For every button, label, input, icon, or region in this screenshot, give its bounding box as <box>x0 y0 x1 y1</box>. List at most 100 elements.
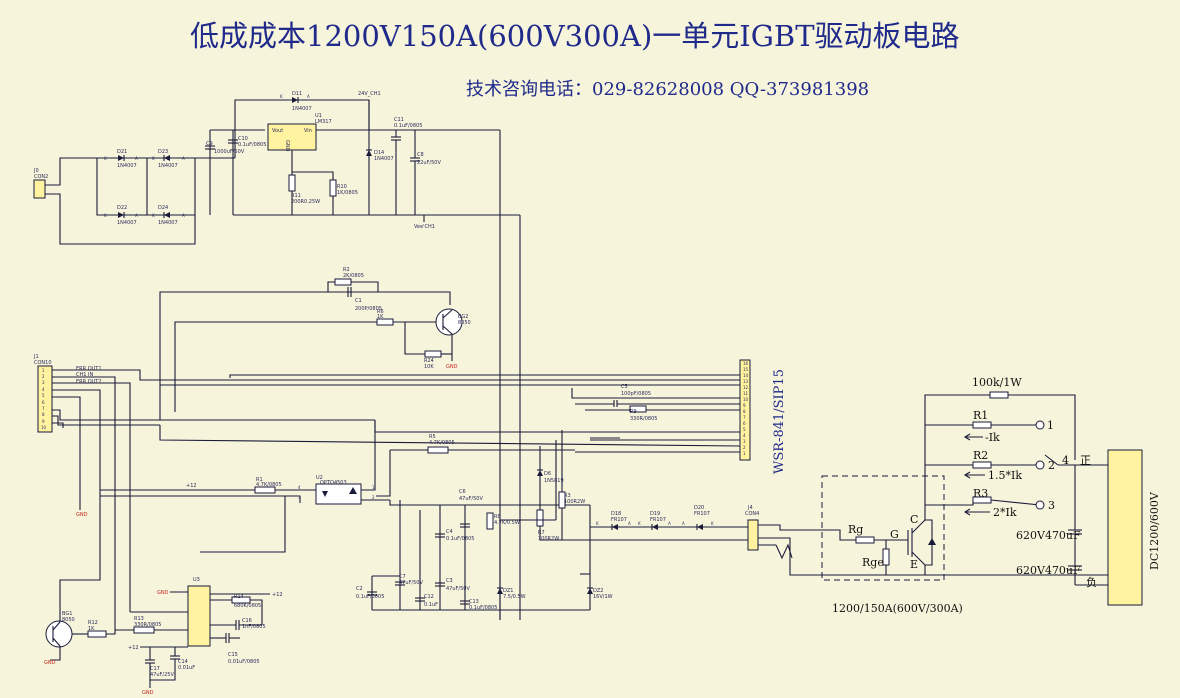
capacitor-c9: C9 1000uF/50V <box>205 141 245 155</box>
svg-text:FR107: FR107 <box>611 517 627 523</box>
diode-d20: D20 FR107 <box>694 505 710 530</box>
gnd-label-j1: GND <box>76 512 88 518</box>
svg-text:5: 5 <box>42 393 45 398</box>
capacitor-c16: C16 1nF/0805 <box>235 618 266 630</box>
svg-text:D19: D19 <box>650 511 660 517</box>
svg-text:R11: R11 <box>291 193 301 199</box>
svg-text:22uF/50V: 22uF/50V <box>417 160 441 166</box>
diode-d18: D18 FR107 <box>611 511 627 530</box>
svg-text:8050: 8050 <box>458 320 471 326</box>
svg-text:C9: C9 <box>206 141 213 147</box>
svg-text:0.01uF/0805: 0.01uF/0805 <box>228 659 260 665</box>
bridge-diode-d22: D22 1N4007 <box>117 205 137 226</box>
svg-text:3: 3 <box>743 439 746 444</box>
svg-text:8: 8 <box>42 412 45 417</box>
capacitor-c13: C13 0.1uF/0805 <box>460 599 497 611</box>
optocoupler-u2 <box>315 483 362 505</box>
connector-j4-body <box>747 519 759 551</box>
resistor-r9 <box>629 405 647 413</box>
svg-text:OPTO4503: OPTO4503 <box>320 480 347 486</box>
svg-text:R1: R1 <box>256 477 263 483</box>
svg-text:10: 10 <box>41 425 47 430</box>
svg-text:K: K <box>104 156 107 161</box>
svg-text:K: K <box>104 213 107 218</box>
bridge-diode-d23: D23 1N4007 <box>158 149 178 169</box>
capacitor-c3: C3 47uF/50V <box>435 578 470 592</box>
svg-text:Vin: Vin <box>304 128 312 134</box>
zener-dz2: DZ2 16V/1W <box>587 587 613 600</box>
svg-text:4.7K/0805: 4.7K/0805 <box>429 440 455 446</box>
svg-text:GND: GND <box>284 140 290 152</box>
svg-text:A: A <box>307 94 310 99</box>
svg-text:K: K <box>596 521 599 526</box>
svg-text:620V470uF: 620V470uF <box>1016 564 1081 577</box>
svg-text:Rg: Rg <box>848 523 863 536</box>
svg-text:9: 9 <box>42 419 45 424</box>
sip-module: WSR-841/SIP15 16 15 14 13 12 11 10 9 8 7… <box>739 359 787 474</box>
svg-text:BG2: BG2 <box>458 314 468 320</box>
svg-text:+12: +12 <box>272 592 283 598</box>
svg-text:D22: D22 <box>117 205 127 211</box>
svg-text:U1: U1 <box>315 113 322 119</box>
svg-text:R8: R8 <box>494 514 501 520</box>
opto-pin-3: 3 <box>298 495 301 500</box>
igbt-module-outline <box>821 475 945 581</box>
capacitor-c17: C17 47uF/25V <box>145 659 174 678</box>
resistor-100k <box>989 391 1009 399</box>
svg-text:11: 11 <box>743 391 749 396</box>
svg-text:5: 5 <box>743 427 746 432</box>
bjt-feedback-section: R2 2K/0805 C1 200P/0805 R6 1K BG2 8050 R… <box>159 267 471 420</box>
svg-text:D24: D24 <box>158 205 168 211</box>
svg-text:DZ2: DZ2 <box>593 588 603 594</box>
svg-text:D18: D18 <box>611 511 621 517</box>
svg-text:-Ik: -Ik <box>985 431 1000 444</box>
svg-text:R2: R2 <box>343 267 350 273</box>
svg-text:7.5/0.5W: 7.5/0.5W <box>503 594 526 600</box>
svg-text:R14: R14 <box>234 594 244 600</box>
j0-ref: J0 <box>33 168 39 174</box>
svg-text:A: A <box>682 521 685 526</box>
connector-j1-body <box>37 365 53 433</box>
svg-text:9: 9 <box>743 403 746 408</box>
svg-text:1K: 1K <box>377 314 384 320</box>
svg-text:LM317: LM317 <box>315 119 332 125</box>
svg-text:1K: 1K <box>88 626 95 632</box>
svg-text:R6: R6 <box>377 309 384 315</box>
svg-text:正: 正 <box>1080 454 1091 467</box>
svg-text:A: A <box>628 521 631 526</box>
svg-text:1000uF/50V: 1000uF/50V <box>214 149 245 155</box>
svg-text:4: 4 <box>743 433 746 438</box>
svg-text:0.1uF/0805: 0.1uF/0805 <box>238 142 266 148</box>
sip-wiring: C5 100pF/0805 R9 330R/0805 R5 4.7K/0805 <box>159 374 741 540</box>
svg-text:15: 15 <box>743 367 749 372</box>
capacitor-c1: C1 200P/0805 <box>347 287 382 312</box>
gnd-label-bg1: GND <box>44 660 56 666</box>
svg-text:C12: C12 <box>424 594 434 600</box>
resistor-r11 <box>288 174 296 192</box>
svg-text:1: 1 <box>1047 419 1054 432</box>
svg-text:1N4007: 1N4007 <box>158 220 178 226</box>
diode-d14: D14 1N4007 <box>366 149 394 162</box>
power-supply-section: J0 CON2 D21 1N4007 D23 1N4007 D22 1N4007… <box>33 91 521 620</box>
svg-text:1: 1 <box>42 368 45 373</box>
svg-text:R5: R5 <box>429 434 436 440</box>
svg-text:7: 7 <box>743 415 746 420</box>
svg-text:330R/0805: 330R/0805 <box>134 622 161 628</box>
diode-d11: D11 1N4007 <box>292 91 312 112</box>
svg-text:K: K <box>711 521 714 526</box>
svg-text:100R2W: 100R2W <box>538 536 559 542</box>
capacitor-c4: C4 0.1uF/0805 <box>435 529 474 542</box>
svg-text:680K/0805: 680K/0805 <box>234 603 261 609</box>
svg-text:4: 4 <box>42 387 45 392</box>
svg-text:C17: C17 <box>150 666 160 672</box>
svg-text:U2: U2 <box>316 475 323 481</box>
svg-text:R1: R1 <box>973 409 988 422</box>
svg-text:1N5819: 1N5819 <box>544 478 564 484</box>
svg-text:C7: C7 <box>399 574 406 580</box>
svg-text:CH1 IN: CH1 IN <box>76 372 93 378</box>
j0-value: CON2 <box>34 174 48 180</box>
svg-text:FR107: FR107 <box>694 511 710 517</box>
bridge-diode-d24: D24 1N4007 <box>158 205 178 226</box>
svg-text:8050: 8050 <box>62 617 75 623</box>
